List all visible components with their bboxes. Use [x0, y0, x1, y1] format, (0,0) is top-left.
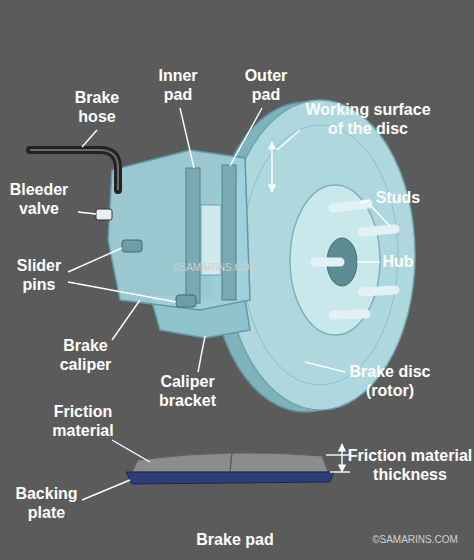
backing-plate: [126, 472, 334, 484]
dimension-arrow: [341, 444, 342, 472]
stud: [333, 204, 368, 208]
brake-caliper: [108, 150, 250, 310]
leader-line: [357, 261, 380, 262]
part-label: Studs: [368, 188, 428, 207]
part-label: Backing plate: [4, 484, 89, 522]
part-label: Brake pad: [180, 530, 290, 549]
leader-line: [82, 480, 130, 500]
dimension-arrow: [271, 142, 272, 192]
friction-material: [132, 453, 328, 472]
hub: [290, 185, 380, 335]
leader-line: [78, 212, 96, 214]
leader-lines: [68, 108, 390, 500]
part-label: Brake disc (rotor): [330, 362, 450, 400]
leader-line: [68, 282, 176, 302]
part-label: Bleeder valve: [0, 180, 78, 218]
leader-line: [198, 336, 205, 372]
watermark: ©SAMARINS.COM: [360, 534, 470, 546]
leader-line: [112, 440, 150, 462]
slider-pin: [176, 295, 196, 307]
leader-line: [68, 248, 122, 272]
leader-line: [180, 108, 194, 168]
leader-line: [277, 130, 300, 150]
part-label: Caliper bracket: [140, 372, 235, 410]
leader-line: [82, 130, 97, 147]
dimension-tick: [326, 454, 350, 455]
part-label: Working surface of the disc: [298, 100, 438, 138]
leader-line: [305, 362, 345, 372]
watermark: ©SAMARINS.COM: [165, 262, 265, 274]
inner-pad: [186, 168, 200, 303]
rotor-inner-ring: [242, 125, 398, 385]
stud: [333, 314, 366, 315]
part-label: Hub: [378, 252, 418, 271]
leader-line: [230, 108, 262, 166]
slider-pin: [122, 240, 142, 252]
part-label: Inner pad: [148, 66, 208, 104]
stud: [362, 229, 395, 232]
leader-line: [370, 205, 390, 226]
leader-line: [360, 200, 370, 203]
part-label: Friction material: [28, 402, 138, 440]
part-label: Slider pins: [0, 256, 78, 294]
part-label: Brake hose: [67, 88, 127, 126]
leader-line: [112, 300, 140, 340]
outer-pad: [222, 165, 236, 300]
part-label: Brake caliper: [38, 336, 133, 374]
pad-slot: [230, 452, 232, 472]
part-label: Friction material thickness: [345, 446, 474, 484]
stud: [315, 258, 340, 267]
part-label: Outer pad: [236, 66, 296, 104]
stud: [362, 290, 395, 292]
dimension-tick: [330, 471, 350, 472]
bleeder-valve: [96, 209, 112, 220]
